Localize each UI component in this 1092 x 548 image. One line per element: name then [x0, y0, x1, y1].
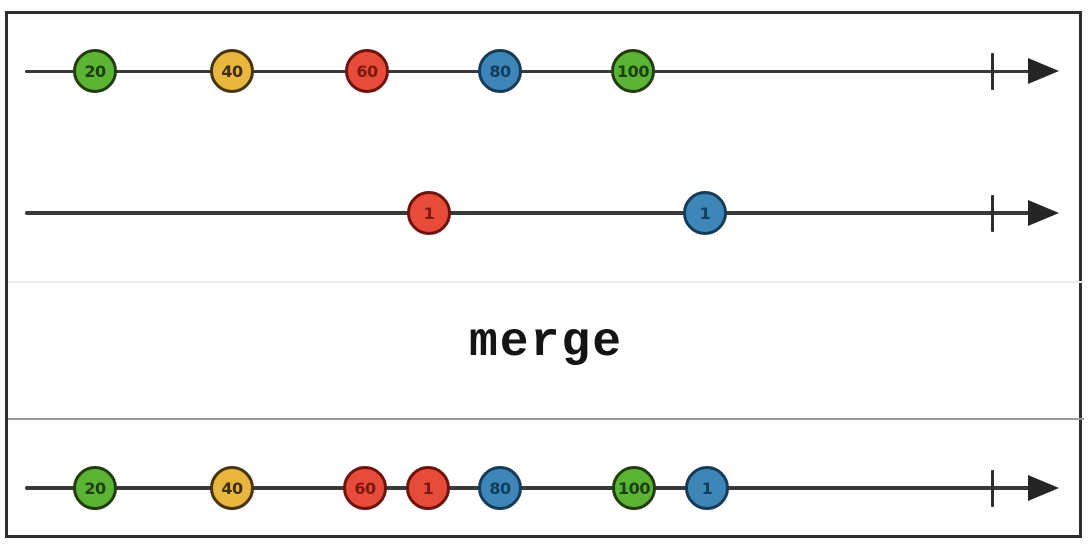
- marble-blue-1: 1: [683, 191, 727, 235]
- timeline-line: [25, 69, 1030, 73]
- marble-red-60: 60: [343, 466, 387, 510]
- marble-blue-1: 1: [685, 466, 729, 510]
- diagram-frame: [5, 11, 1082, 538]
- marble-blue-80: 80: [478, 466, 522, 510]
- section-divider-bottom: [8, 418, 1084, 420]
- timeline-line: [25, 211, 1030, 215]
- marble-red-1: 1: [407, 191, 451, 235]
- marble-green-20: 20: [73, 466, 117, 510]
- timeline-line: [25, 486, 1030, 490]
- arrowhead-icon: [1028, 200, 1059, 226]
- marble-blue-80: 80: [478, 49, 522, 93]
- marble-green-20: 20: [73, 49, 117, 93]
- arrowhead-icon: [1028, 475, 1059, 501]
- timeline-end-tick: [991, 195, 994, 232]
- marble-yellow-40: 40: [210, 466, 254, 510]
- marble-yellow-40: 40: [210, 49, 254, 93]
- timeline-end-tick: [991, 470, 994, 507]
- section-divider-top: [8, 281, 1084, 283]
- operator-label: merge: [468, 316, 624, 370]
- marble-red-60: 60: [345, 49, 389, 93]
- marble-green-100: 100: [612, 466, 656, 510]
- arrowhead-icon: [1028, 58, 1059, 84]
- timeline-end-tick: [991, 53, 994, 90]
- marble-green-100: 100: [611, 49, 655, 93]
- marble-red-1: 1: [406, 466, 450, 510]
